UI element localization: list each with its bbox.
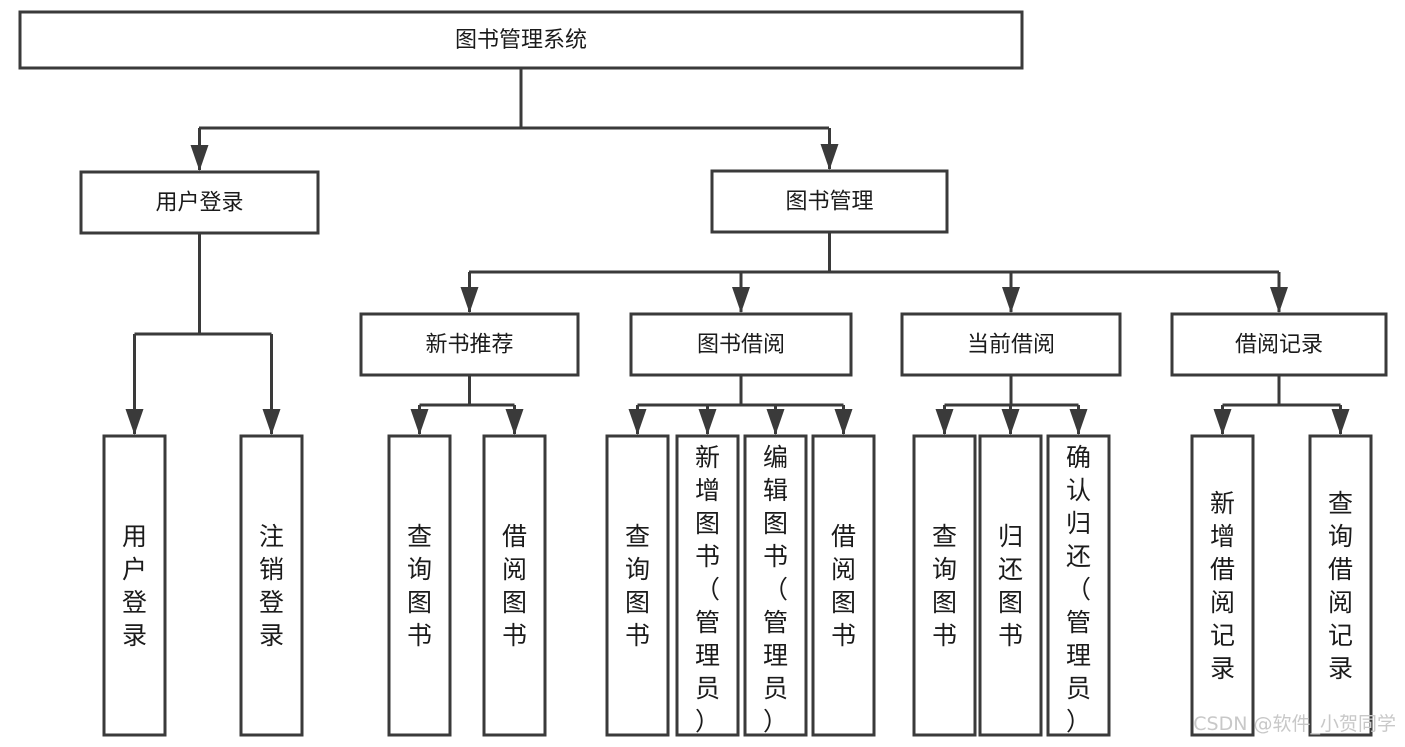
node-leaf-query-book-1-label: 查询图书 — [407, 522, 432, 650]
arrow-to-leaf-borrow-book-2 — [834, 409, 853, 435]
node-leaf-confirm-return-label: 确认归还（管理员） — [1066, 443, 1091, 736]
arrow-to-leaf-borrow-book-1 — [505, 409, 524, 435]
node-leaf-query-record-label: 查询借阅记录 — [1328, 489, 1353, 683]
node-current-borrow[interactable]: 当前借阅 — [900, 312, 1122, 377]
node-borrow-record-label: 借阅记录 — [1235, 333, 1323, 358]
node-leaf-query-book-3-box[interactable] — [912, 434, 977, 737]
node-leaf-query-book-1-box[interactable] — [387, 434, 452, 737]
node-user-login-box[interactable] — [79, 170, 320, 235]
node-leaf-edit-book[interactable]: 编辑图书（管理员） — [743, 434, 808, 737]
arrow-to-leaf-confirm-return — [1069, 409, 1088, 435]
node-layer: 图书管理系统用户登录图书管理新书推荐图书借阅当前借阅借阅记录用户登录注销登录查询… — [18, 10, 1388, 737]
node-leaf-borrow-book-1-box[interactable] — [482, 434, 547, 737]
node-leaf-logout-label: 注销登录 — [259, 522, 284, 650]
arrow-to-leaf-query-record — [1331, 409, 1350, 435]
arrow-to-leaf-query-book-2 — [628, 409, 647, 435]
arrow-to-leaf-logout — [262, 409, 281, 435]
arrow-to-book-manage — [820, 144, 839, 170]
node-leaf-logout[interactable]: 注销登录 — [239, 434, 304, 737]
node-leaf-confirm-return-box[interactable] — [1046, 434, 1111, 737]
arrow-to-leaf-user-login — [125, 409, 144, 435]
node-book-borrow[interactable]: 图书借阅 — [629, 312, 853, 377]
watermark-label: CSDN @软件_小贺同学 — [1193, 713, 1396, 735]
node-leaf-borrow-book-1[interactable]: 借阅图书 — [482, 434, 547, 737]
node-leaf-add-book[interactable]: 新增图书（管理员） — [675, 434, 740, 737]
node-leaf-query-book-1[interactable]: 查询图书 — [387, 434, 452, 737]
node-leaf-return-book-label: 归还图书 — [998, 522, 1023, 650]
node-leaf-query-book-2-box[interactable] — [605, 434, 670, 737]
node-leaf-return-book[interactable]: 归还图书 — [978, 434, 1043, 737]
node-leaf-user-login-label: 用户登录 — [122, 522, 147, 650]
node-leaf-query-book-2[interactable]: 查询图书 — [605, 434, 670, 737]
node-leaf-add-record-label: 新增借阅记录 — [1210, 489, 1235, 683]
node-leaf-query-book-3[interactable]: 查询图书 — [912, 434, 977, 737]
node-leaf-borrow-book-2[interactable]: 借阅图书 — [811, 434, 876, 737]
node-current-borrow-box[interactable] — [900, 312, 1122, 377]
arrow-to-leaf-return-book — [1001, 409, 1020, 435]
node-leaf-add-book-box[interactable] — [675, 434, 740, 737]
node-user-login-label: 用户登录 — [155, 191, 243, 216]
node-leaf-return-book-box[interactable] — [978, 434, 1043, 737]
node-leaf-user-login-box[interactable] — [102, 434, 167, 737]
node-book-manage[interactable]: 图书管理 — [710, 169, 949, 234]
node-leaf-edit-book-label: 编辑图书（管理员） — [763, 443, 788, 736]
node-leaf-edit-book-box[interactable] — [743, 434, 808, 737]
node-leaf-query-record-box[interactable] — [1308, 434, 1373, 737]
node-new-book-recommend-box[interactable] — [359, 312, 580, 377]
node-current-borrow-label: 当前借阅 — [967, 333, 1055, 358]
node-new-book-recommend-label: 新书推荐 — [425, 333, 513, 358]
arrow-to-book-borrow — [732, 287, 750, 313]
arrow-to-leaf-add-book — [698, 409, 717, 435]
arrow-to-leaf-add-record — [1213, 409, 1232, 435]
node-book-manage-box[interactable] — [710, 169, 949, 234]
node-book-manage-label: 图书管理 — [785, 190, 873, 215]
node-leaf-add-book-label: 新增图书（管理员） — [695, 443, 720, 736]
node-leaf-borrow-book-1-label: 借阅图书 — [502, 522, 527, 650]
arrow-to-current-borrow — [1002, 287, 1020, 313]
node-borrow-record-box[interactable] — [1170, 312, 1388, 377]
node-new-book-recommend[interactable]: 新书推荐 — [359, 312, 580, 377]
node-root-system[interactable]: 图书管理系统 — [18, 10, 1024, 70]
node-book-borrow-label: 图书借阅 — [697, 333, 785, 358]
node-book-borrow-box[interactable] — [629, 312, 853, 377]
arrow-to-user-login — [190, 145, 209, 171]
node-leaf-query-record[interactable]: 查询借阅记录 — [1308, 434, 1373, 737]
node-leaf-query-book-3-label: 查询图书 — [932, 522, 957, 650]
node-root-system-label: 图书管理系统 — [455, 28, 587, 53]
connector-layer — [125, 68, 1350, 435]
node-leaf-query-book-2-label: 查询图书 — [625, 522, 650, 650]
arrow-to-new-book-recommend — [460, 287, 479, 313]
node-borrow-record[interactable]: 借阅记录 — [1170, 312, 1388, 377]
node-leaf-logout-box[interactable] — [239, 434, 304, 737]
node-leaf-borrow-book-2-box[interactable] — [811, 434, 876, 737]
node-leaf-add-record[interactable]: 新增借阅记录 — [1190, 434, 1255, 737]
arrow-to-leaf-query-book-3 — [935, 409, 954, 435]
arrow-to-leaf-edit-book — [766, 409, 785, 435]
arrow-to-leaf-query-book-1 — [410, 409, 429, 435]
node-root-system-box[interactable] — [18, 10, 1024, 70]
node-leaf-add-record-box[interactable] — [1190, 434, 1255, 737]
node-leaf-borrow-book-2-label: 借阅图书 — [831, 522, 856, 650]
node-leaf-confirm-return[interactable]: 确认归还（管理员） — [1046, 434, 1111, 737]
node-leaf-user-login[interactable]: 用户登录 — [102, 434, 167, 737]
arrow-to-borrow-record — [1270, 287, 1288, 313]
node-user-login[interactable]: 用户登录 — [79, 170, 320, 235]
